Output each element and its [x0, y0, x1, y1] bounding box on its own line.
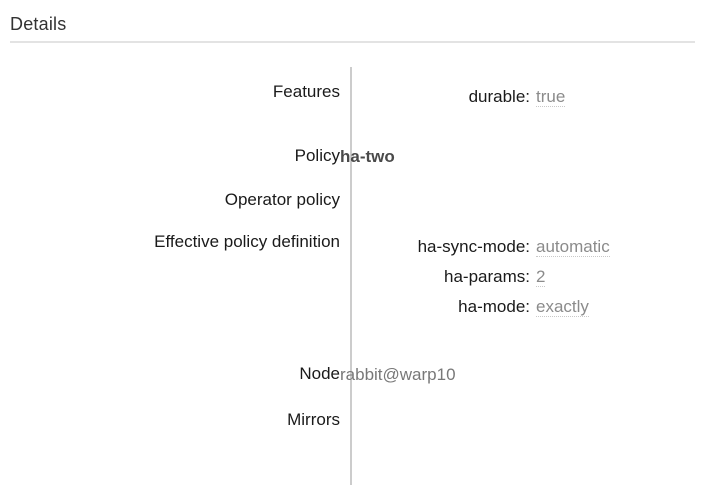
- table-row-features: Features durable: true: [0, 62, 701, 112]
- table-row-policy: Policy ha-two: [0, 112, 701, 168]
- node-name-value: rabbit@warp10: [340, 365, 456, 384]
- feature-pair-list: durable: true: [340, 82, 701, 112]
- table-row-operator-policy: Operator policy: [0, 168, 701, 210]
- policy-key-ha-sync-mode: ha-sync-mode:: [417, 237, 530, 256]
- list-item: ha-mode: exactly: [340, 292, 701, 322]
- list-item: ha-params: 2: [340, 262, 701, 292]
- mirrors-value: [340, 410, 701, 430]
- policy-name-link[interactable]: ha-two: [340, 147, 395, 166]
- row-value-policy: ha-two: [340, 112, 701, 168]
- operator-policy-value: [340, 190, 701, 210]
- table-row-node: Node rabbit@warp10: [0, 322, 701, 386]
- feature-value-durable[interactable]: true: [536, 87, 566, 107]
- policy-value-ha-params[interactable]: 2: [536, 267, 546, 287]
- policy-key-ha-mode: ha-mode:: [458, 297, 530, 316]
- column-divider: [350, 67, 352, 485]
- row-value-features: durable: true: [340, 62, 701, 112]
- row-value-node: rabbit@warp10: [340, 322, 701, 386]
- effective-policy-pair-list: ha-sync-mode: automatic ha-params: 2 ha-mo…: [340, 232, 701, 322]
- policy-key-ha-params: ha-params:: [444, 267, 530, 286]
- row-value-effective-policy-definition: ha-sync-mode: automatic ha-params: 2 ha-mo…: [340, 210, 701, 322]
- row-label-operator-policy: Operator policy: [224, 190, 340, 209]
- row-label-mirrors: Mirrors: [287, 410, 340, 429]
- heading-divider: [10, 41, 695, 43]
- details-table: Features durable: true Policy ha-two Oper…: [0, 62, 701, 430]
- row-value-mirrors: [340, 386, 701, 430]
- table-row-effective-policy-definition: Effective policy definition ha-sync-mode…: [0, 210, 701, 322]
- list-item: durable: true: [340, 82, 701, 112]
- page-title: Details: [10, 14, 67, 34]
- row-label-policy: Policy: [294, 146, 340, 165]
- list-item: ha-sync-mode: automatic: [340, 232, 701, 262]
- row-label-effective-policy-definition: Effective policy definition: [154, 232, 340, 251]
- row-label-features: Features: [272, 82, 340, 101]
- table-row-mirrors: Mirrors: [0, 386, 701, 430]
- feature-key-durable: durable:: [468, 87, 530, 106]
- row-value-operator-policy: [340, 168, 701, 210]
- policy-value-ha-mode[interactable]: exactly: [536, 297, 589, 317]
- row-label-node: Node: [299, 364, 340, 383]
- policy-value-ha-sync-mode[interactable]: automatic: [536, 237, 610, 257]
